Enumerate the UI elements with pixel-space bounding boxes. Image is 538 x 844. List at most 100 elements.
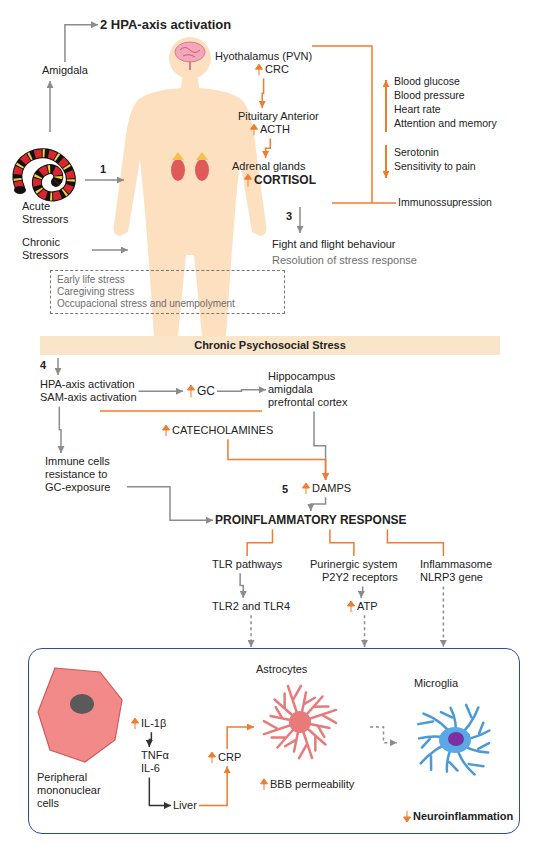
text-node: TLR2 and TLR4 [212,600,290,613]
connector [311,497,326,511]
node-text: Hyothalamus (PVN) [215,50,312,63]
snake-illustration [14,153,71,196]
text-node: Inflammasome NLRP3 gene [420,558,498,584]
arrow [299,207,301,233]
node-text: TLR pathways [212,558,282,571]
node-text: P2Y2 receptors [322,571,398,584]
connector [247,529,272,556]
text-node: DAMPS [300,482,351,495]
text-node: Adrenal glandsCORTISOL [232,160,316,188]
arrow [92,249,128,251]
node-text: 2 HPA-axis activation [100,17,231,33]
node-text: CORTISOL [254,173,316,187]
node-text: TLR2 and TLR4 [212,600,290,613]
text-label: Fight and flight behaviour [272,238,396,251]
cell-node: AstrocytesBBB permeability [256,663,368,791]
effect-label: Blood pressure [394,89,465,102]
text-node: Purinergic systemP2Y2 receptors [310,558,398,584]
node-text: CATECHOLAMINES [172,424,273,437]
node-text: Microglia [414,677,458,690]
text-node: GC [185,384,215,398]
node-text: Neuroinflammation [413,810,513,823]
node-text: BBB permeability [270,778,354,791]
band: Chronic Psychosocial Stress [40,336,500,355]
microglia-nucleus [448,732,464,746]
text-label: Acute Stressors [22,200,80,226]
microglia-body [439,727,471,753]
mononuclear-cell [38,668,122,762]
increase-arrow [245,174,252,186]
text-node: ATP [345,600,378,613]
connector [59,406,61,453]
increase-arrow [163,425,170,436]
text-node: TNFαIL-6 [141,749,169,775]
connector [199,766,227,805]
node-text: ACTH [260,123,319,136]
node-text: Hippocampus amigdala prefrontal cortex [268,370,360,410]
increase-arrow [348,601,355,612]
text-node: PROINFLAMMATORY RESPONSE [215,513,407,527]
node-text: DAMPS [312,482,351,495]
arrow [49,81,51,132]
text-node: Peripheral mononuclear cells [37,771,125,811]
text-node: Hippocampus amigdala prefrontal cortex [268,370,360,410]
decrease-arrow [404,811,411,822]
increase-arrow [188,385,195,397]
connector [370,727,397,743]
heading-node: 2 HPA-axis activation [100,17,231,33]
connector [361,586,362,598]
text-node: TLR pathways [212,558,282,571]
node-text: HPA-axis activation [40,378,137,391]
node-text: SAM-axis activation [40,391,137,404]
increase-arrow [385,80,387,132]
connector [364,615,366,647]
node-text: IL-1β [141,717,166,730]
text-node: CATECHOLAMINES [160,424,273,437]
text-node: IL-1β [129,717,166,730]
node-text: Occupacional stress and unempolyment [57,298,278,310]
brain-icon [175,42,205,70]
connector [228,439,326,480]
connector [240,573,243,598]
connector [139,390,183,392]
connector [127,487,213,521]
node-text: Adrenal glands [232,160,316,173]
node-text: Astrocytes [256,663,307,676]
text-node: CRP [206,751,241,764]
connector [227,727,254,749]
connector [149,777,171,805]
text-node: Hyothalamus (PVN)CRC [215,50,312,76]
kidneys-icon [171,152,209,181]
text-node: Amigdala [42,64,88,77]
connector [266,138,271,158]
text-label: Chronic Stressors [22,236,80,262]
text-node: Pituitary AnteriorACTH [238,110,319,136]
node-text: TNFα [141,749,169,762]
node-text: CRC [265,63,312,76]
astrocyte [264,686,336,758]
arrow [57,358,59,375]
effect-label: Immunossupression [398,196,492,209]
text-node: Immune cells resistance to GC-exposure [45,455,125,495]
text-node: HPA-axis activationSAM-axis activation [40,378,137,404]
node-text: Chronic Psychosocial Stress [44,339,496,352]
astrocyte-body [289,711,311,733]
dashed-box: Early life stressCaregiving stressOccupa… [50,270,285,314]
node-text: PROINFLAMMATORY RESPONSE [215,513,407,527]
increase-arrow [251,124,258,135]
callout-number: 3 [286,210,292,223]
connector [443,586,445,647]
text-label: Resolution of stress response [272,254,417,267]
node-text: Caregiving stress [57,286,278,298]
connector [149,732,151,747]
increase-arrow [209,752,216,763]
node-text: CRP [218,751,241,764]
node-text: Amigdala [42,64,88,77]
decrease-arrow [385,145,387,178]
connector [217,390,266,391]
effect-label: Serotonin [394,146,439,159]
effect-label: Blood glucose [394,75,460,88]
node-text: ATP [357,600,378,613]
arrow [85,179,124,181]
callout-number: 4 [40,359,46,372]
